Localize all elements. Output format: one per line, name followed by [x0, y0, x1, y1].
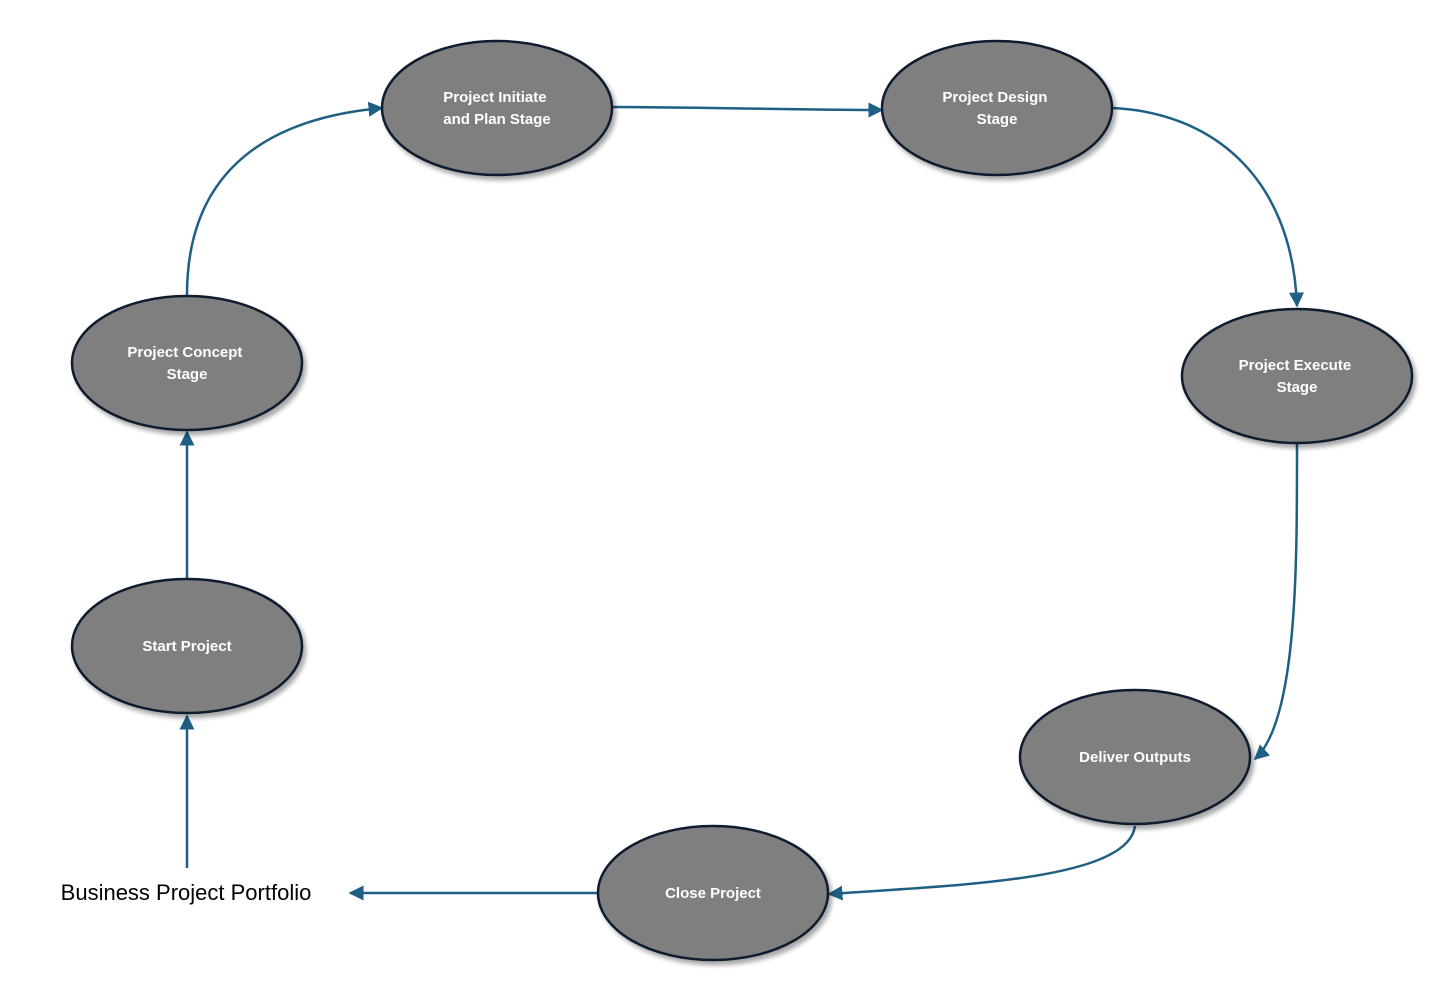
svg-text:Project Concept Stage: Project Concept Stage — [127, 344, 246, 383]
node-project-concept-stage: Project Concept Stage — [70, 294, 304, 432]
edge-initiate-to-design — [612, 102, 884, 118]
node-label-line: Stage — [977, 111, 1018, 128]
node-label-line: Project Initiate — [443, 89, 546, 106]
node-shape — [1180, 307, 1414, 445]
node-shape — [70, 294, 304, 432]
node-label-line: Project Concept — [127, 344, 242, 361]
svg-text:Project Execute Stage: Project Execute Stage — [1239, 357, 1356, 396]
node-label-line: Close Project — [665, 885, 761, 902]
edge-design-to-execute — [1111, 106, 1304, 308]
svg-text:Deliver Outputs: Deliver Outputs — [1079, 749, 1191, 766]
node-label-line: Start Project — [142, 638, 231, 655]
node-label-line: Stage — [1277, 379, 1318, 396]
node-project-execute-stage: Project Execute Stage — [1180, 307, 1414, 445]
node-label-line: Stage — [167, 366, 208, 383]
svg-text:Project Design Stage: Project Design Stage — [942, 89, 1051, 128]
edge-execute-to-deliver — [1253, 442, 1299, 761]
business-project-portfolio-label: Business Project Portfolio — [61, 880, 312, 905]
node-deliver-outputs: Deliver Outputs — [1018, 688, 1252, 826]
svg-text:Start Project: Start Project — [142, 638, 231, 655]
edge-deliver-to-close — [827, 825, 1137, 901]
node-shape — [380, 39, 614, 177]
node-project-design-stage: Project Design Stage — [880, 39, 1114, 177]
svg-text:Project Initiate and P: Project Initiate and Plan Stage — [443, 89, 551, 128]
node-label-line: and Plan Stage — [443, 111, 551, 128]
node-shape — [880, 39, 1114, 177]
node-close-project: Close Project — [596, 824, 830, 962]
node-shape — [596, 824, 830, 962]
node-label-line: Deliver Outputs — [1079, 749, 1191, 766]
node-project-initiate-stage: Project Initiate and Plan Stage — [380, 39, 614, 177]
node-shape — [70, 577, 304, 715]
node-label-line: Project Design — [942, 89, 1047, 106]
node-start-project: Start Project — [70, 577, 304, 715]
edge-concept-to-initiate — [185, 101, 384, 296]
node-label-line: Project Execute — [1239, 357, 1352, 374]
svg-text:Close Project: Close Project — [665, 885, 761, 902]
node-shape — [1018, 688, 1252, 826]
connectors — [179, 101, 1304, 901]
